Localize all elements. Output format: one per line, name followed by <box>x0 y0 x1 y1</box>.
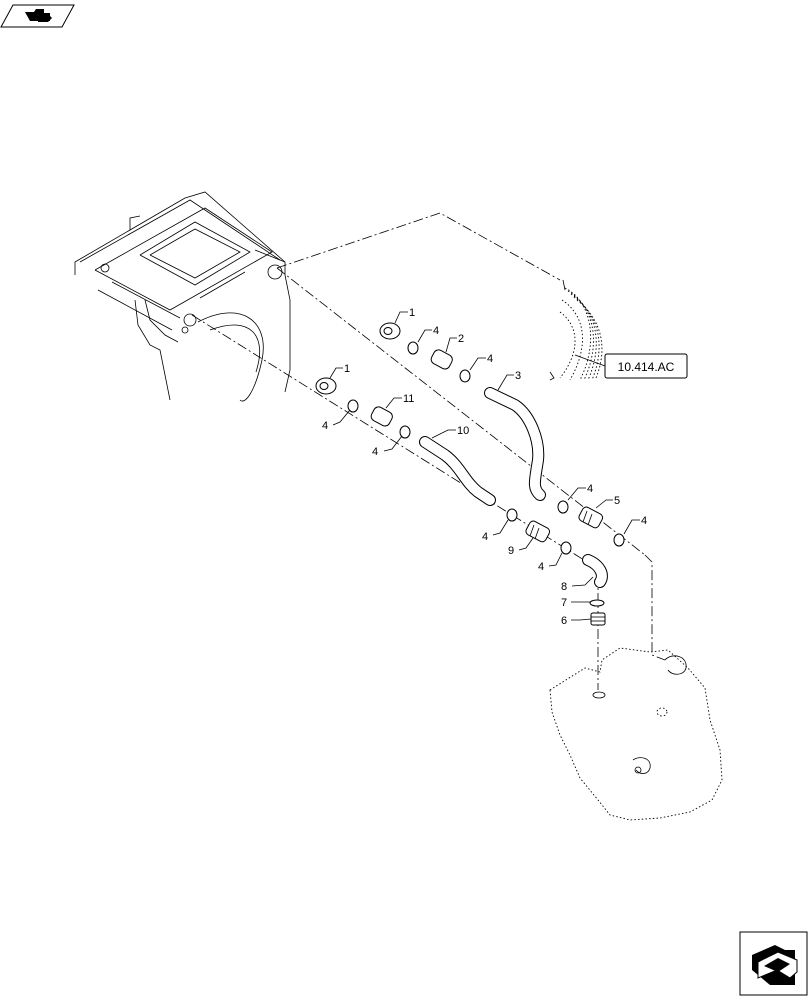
callout-4-g: 4 <box>482 531 488 543</box>
callout-4-b: 4 <box>487 353 493 365</box>
callout-10: 10 <box>457 425 469 437</box>
part-10-hose <box>419 436 496 506</box>
callout-7: 7 <box>561 597 567 609</box>
part-4-clamp-g <box>506 508 518 522</box>
part-4-clamp-h <box>560 541 572 555</box>
part-8-elbow <box>582 554 608 588</box>
reference-box[interactable]: 10.414.AC <box>574 353 688 379</box>
part-4-clamp-d <box>399 425 411 439</box>
part-9-connector <box>525 520 551 543</box>
part-2-fitting <box>430 349 453 370</box>
callout-4-f: 4 <box>641 515 647 527</box>
callout-1-upper: 1 <box>409 307 415 319</box>
callout-4-d: 4 <box>372 446 378 458</box>
callout-4-c: 4 <box>322 420 328 432</box>
book-arrow-icon[interactable] <box>0 4 75 28</box>
leader-lines <box>329 311 640 621</box>
part-1-lower <box>315 377 337 395</box>
part-5-connector <box>578 506 604 529</box>
part-1-upper <box>379 322 401 340</box>
callout-4-a: 4 <box>433 325 439 337</box>
part-3-hose <box>484 387 546 501</box>
part-4-clamp-b <box>459 369 471 383</box>
next-page-arrow-icon[interactable] <box>739 931 808 996</box>
engine-outline <box>549 647 723 821</box>
part-4-clamp-e <box>557 500 569 514</box>
callout-6: 6 <box>561 615 567 627</box>
reference-box-label: 10.414.AC <box>618 360 675 374</box>
callout-4-e: 4 <box>587 483 593 495</box>
part-4-clamp-a <box>407 341 419 355</box>
callout-11: 11 <box>403 393 414 405</box>
callout-4-h: 4 <box>538 561 544 573</box>
callout-2: 2 <box>458 333 464 345</box>
part-6-fitting <box>590 612 606 626</box>
callout-8: 8 <box>561 581 567 593</box>
part-4-clamp-c <box>347 399 359 413</box>
part-4-clamp-f <box>613 533 625 547</box>
callout-1-lower: 1 <box>344 363 350 375</box>
callout-5: 5 <box>614 495 620 507</box>
callouts: 1 4 2 4 3 1 11 4 10 4 4 5 4 4 9 4 8 7 6 <box>322 307 647 627</box>
part-7-washer <box>589 599 605 607</box>
part-11-fitting <box>370 406 393 427</box>
callout-9: 9 <box>508 545 514 557</box>
heater-hose-bundle <box>549 279 603 381</box>
cab-frame-outline <box>74 191 291 402</box>
callout-3: 3 <box>515 370 521 382</box>
